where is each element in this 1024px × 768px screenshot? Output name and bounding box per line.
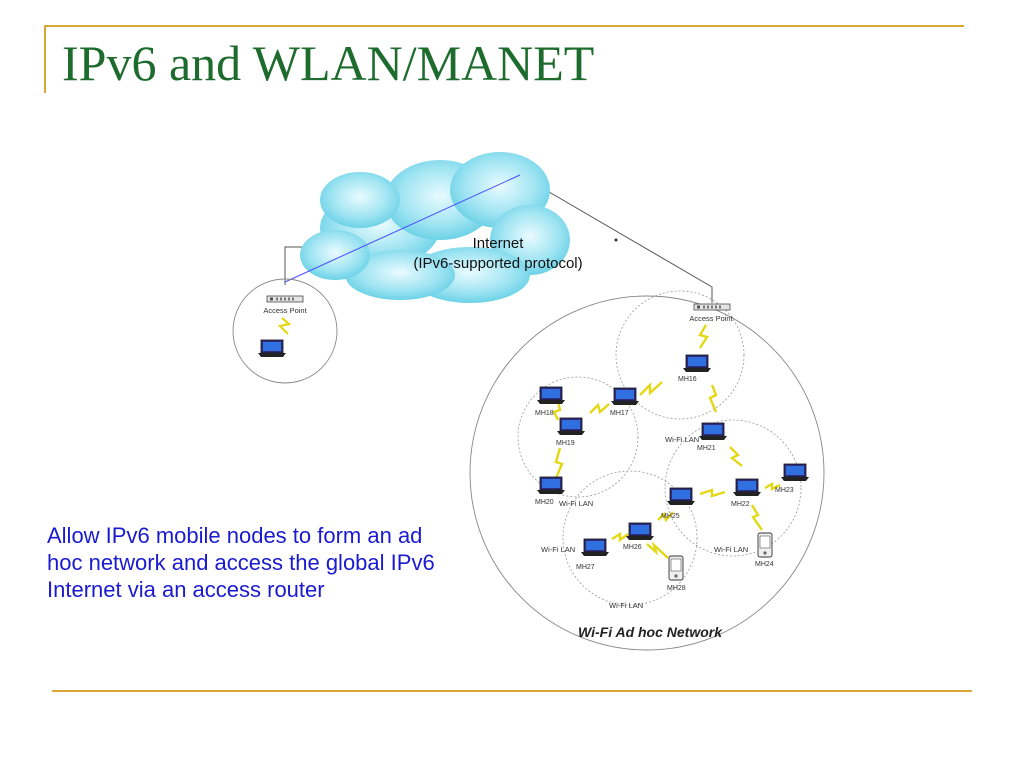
laptop-icon [625,522,655,541]
node-label: MH25 [661,513,680,520]
node-label: MH17 [610,410,629,417]
wifi-lan-label: Wi-Fi LAN [665,435,699,444]
laptop-icon [536,476,566,495]
node-label: MH19 [556,440,575,447]
wifi-lan-label: Wi-Fi LAN [559,499,593,508]
wireless-links [552,324,781,559]
cell-top [615,290,745,420]
link-right-router [519,174,713,303]
cloud-icon [300,152,570,303]
node-label: MH24 [755,561,774,568]
laptop-icon [698,422,728,441]
laptop-icon [257,339,287,358]
router-icon [266,295,304,303]
left-coverage-circle [232,278,338,384]
network-title: Wi-Fi Ad hoc Network [578,624,723,640]
node-label: MH21 [697,445,716,452]
cell-right [664,419,802,557]
access-point-right-label: Access Point [689,314,733,323]
top-rule [44,25,964,27]
node-label: MH26 [623,544,642,551]
pda-icon [757,532,773,558]
cell-left [517,376,639,498]
wifi-lan-label: Wi-Fi LAN [609,601,643,610]
bottom-rule [52,690,972,692]
adhoc-network-circle [469,295,825,651]
laptop-icon [580,538,610,557]
router-icon [693,303,731,311]
node-label: MH18 [535,410,554,417]
laptop-icon [682,354,712,373]
internet-link [284,174,521,283]
access-point-left-label: Access Point [263,306,307,315]
pda-icon [668,555,684,581]
wifi-lan-label: Wi-Fi LAN [541,545,575,554]
left-rule [44,25,46,93]
wifi-lan-label: Wi-Fi LAN [714,545,748,554]
laptop-icon [536,386,566,405]
laptop-icon [666,487,696,506]
node-label: MH28 [667,585,686,592]
internet-protocol-label: (IPv6-supported protocol) [413,255,582,272]
node-label: MH23 [775,487,794,494]
laptop-icon [610,387,640,406]
node-label: MH20 [535,499,554,506]
lightning-icon [277,317,292,335]
internet-label: Internet [473,235,525,252]
laptop-icon [732,478,762,497]
cell-bottom [562,470,698,606]
slide-caption: Allow IPv6 mobile nodes to form an ad ho… [47,523,435,602]
node-label: MH16 [678,376,697,383]
slide-title: IPv6 and WLAN/MANET [62,35,595,91]
laptop-icon [556,417,586,436]
node-label: MH22 [731,501,750,508]
node-label: MH27 [576,564,595,571]
laptop-icon [780,463,810,482]
